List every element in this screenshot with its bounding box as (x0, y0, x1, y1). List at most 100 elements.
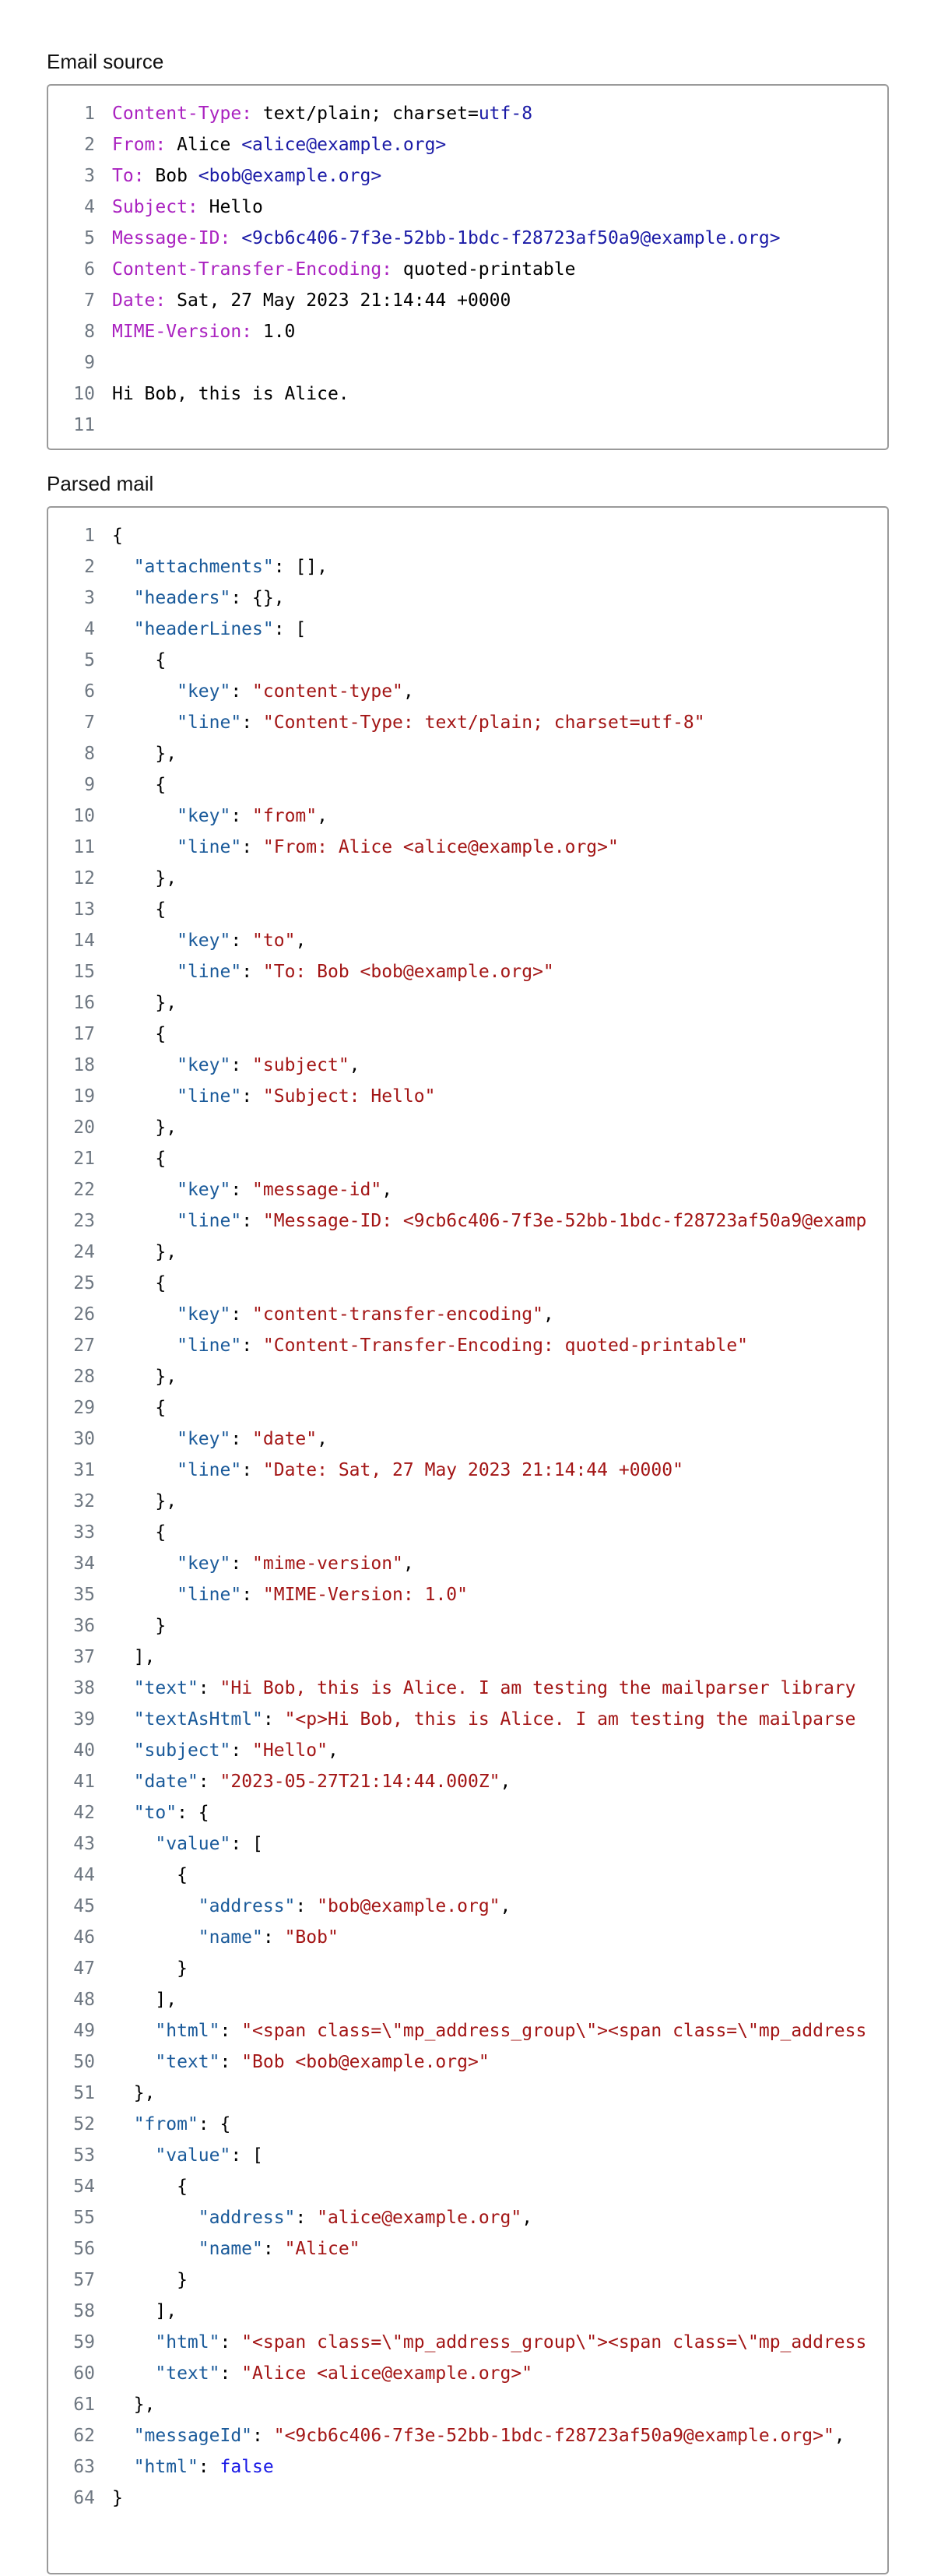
code-token: : (241, 1211, 263, 1231)
code-token: Content-Type: (112, 104, 253, 124)
code-text: { (112, 1860, 887, 1891)
code-token: "message-id" (252, 1180, 382, 1200)
code-token: }, (112, 868, 177, 889)
code-token: : (241, 1460, 263, 1480)
code-token (112, 1304, 177, 1325)
code-token: : [ (273, 619, 307, 639)
code-token: , (500, 1896, 511, 1916)
code-line: 43 "value": [ (48, 1828, 887, 1860)
code-token: : { (177, 1803, 209, 1823)
code-text: "key": "message-id", (112, 1174, 887, 1205)
code-line: 60 "text": "Alice <alice@example.org>" (48, 2358, 887, 2389)
line-number: 35 (73, 1585, 95, 1605)
code-token: "Content-Transfer-Encoding: quoted-print… (262, 1336, 749, 1356)
code-text: ], (112, 1984, 887, 2015)
code-token: ], (112, 2301, 177, 2321)
line-number: 30 (73, 1429, 95, 1449)
code-line: 7 "line": "Content-Type: text/plain; cha… (48, 707, 887, 738)
code-token: "key" (177, 1180, 231, 1200)
parsed-mail-viewer[interactable]: 1{2 "attachments": [],3 "headers": {},4 … (47, 506, 889, 2574)
line-number: 8 (84, 744, 95, 764)
code-token: }, (112, 1367, 177, 1387)
line-number: 49 (73, 2021, 95, 2041)
code-token (112, 837, 177, 857)
code-text: "line": "Content-Type: text/plain; chars… (112, 707, 887, 738)
code-token: From: (112, 135, 167, 155)
line-number: 4 (84, 197, 95, 217)
code-token: utf-8 (478, 104, 533, 124)
code-text: "text": "Hi Bob, this is Alice. I am tes… (112, 1673, 887, 1704)
code-token: "bob@example.org" (317, 1896, 500, 1916)
code-text: "subject": "Hello", (112, 1735, 887, 1766)
code-line: 49 "html": "<span class=\"mp_address_gro… (48, 2015, 887, 2046)
code-token: , (381, 1180, 393, 1200)
code-token: 1.0 (252, 322, 296, 342)
line-number: 41 (73, 1772, 95, 1792)
code-token: : (230, 1429, 253, 1449)
code-text: { (112, 1143, 887, 1174)
code-line: 29 { (48, 1392, 887, 1423)
line-number: 12 (73, 868, 95, 889)
code-token: "Hi Bob, this is Alice. I am testing the… (219, 1678, 856, 1698)
code-token: : (295, 1896, 318, 1916)
code-line: 56 "name": "Alice" (48, 2233, 887, 2265)
code-line: 50 "text": "Bob <bob@example.org>" (48, 2046, 887, 2078)
code-token: : (252, 2426, 274, 2446)
code-token: "Content-Type: text/plain; charset=utf-8… (262, 713, 705, 733)
code-line: 41 "date": "2023-05-27T21:14:44.000Z", (48, 1766, 887, 1797)
code-token: "line" (177, 1585, 242, 1605)
parsed-mail-title: Parsed mail (47, 472, 154, 495)
line-number: 18 (73, 1055, 95, 1075)
code-token: } (112, 2270, 188, 2290)
code-line: 25 { (48, 1268, 887, 1299)
code-text: "text": "Bob <bob@example.org>" (112, 2046, 887, 2078)
code-token: "attachments" (133, 557, 274, 577)
code-token: : (230, 806, 253, 826)
code-token (112, 2332, 155, 2353)
code-line: 3 "headers": {}, (48, 582, 887, 614)
line-number: 39 (73, 1709, 95, 1730)
code-token: { (112, 1398, 167, 1418)
code-line: 51 }, (48, 2078, 887, 2109)
line-number: 52 (73, 2114, 95, 2134)
code-text: "line": "Content-Transfer-Encoding: quot… (112, 1330, 887, 1361)
code-token: "text" (155, 2363, 220, 2384)
line-number: 47 (73, 1958, 95, 1979)
code-token: "<span class=\"mp_address_group\"><span … (241, 2021, 867, 2041)
code-token: : (241, 1086, 263, 1107)
code-line: 27 "line": "Content-Transfer-Encoding: q… (48, 1330, 887, 1361)
code-token: "content-type" (252, 681, 403, 702)
code-line: 8 }, (48, 738, 887, 769)
code-token: }, (112, 1242, 177, 1262)
line-number: 48 (73, 1990, 95, 2010)
code-text: "key": "content-type", (112, 676, 887, 707)
code-line: 39 "textAsHtml": "<p>Hi Bob, this is Ali… (48, 1704, 887, 1735)
code-line: 17 { (48, 1019, 887, 1050)
code-text: "html": "<span class=\"mp_address_group\… (112, 2015, 887, 2046)
code-line: 13 { (48, 894, 887, 925)
code-text: "textAsHtml": "<p>Hi Bob, this is Alice.… (112, 1704, 887, 1735)
line-number: 45 (73, 1896, 95, 1916)
code-text: { (112, 769, 887, 801)
code-line: 35 "line": "MIME-Version: 1.0" (48, 1579, 887, 1610)
code-text: } (112, 1953, 887, 1984)
code-text: "html": false (112, 2451, 887, 2483)
code-token: Hello (198, 197, 263, 217)
code-token: quoted-printable (392, 259, 576, 280)
code-text: ], (112, 1642, 887, 1673)
code-text: }, (112, 738, 887, 769)
code-line: 24 }, (48, 1237, 887, 1268)
code-token: : [ (230, 2145, 263, 2166)
code-token: "address" (198, 1896, 296, 1916)
line-number: 32 (73, 1491, 95, 1511)
code-token: "From: Alice <alice@example.org>" (262, 837, 619, 857)
line-number: 38 (73, 1678, 95, 1698)
code-text: From: Alice <alice@example.org> (112, 129, 887, 160)
code-line: 59 "html": "<span class=\"mp_address_gro… (48, 2327, 887, 2358)
code-token: "line" (177, 1211, 242, 1231)
code-token: , (295, 931, 307, 951)
code-line: 21 { (48, 1143, 887, 1174)
